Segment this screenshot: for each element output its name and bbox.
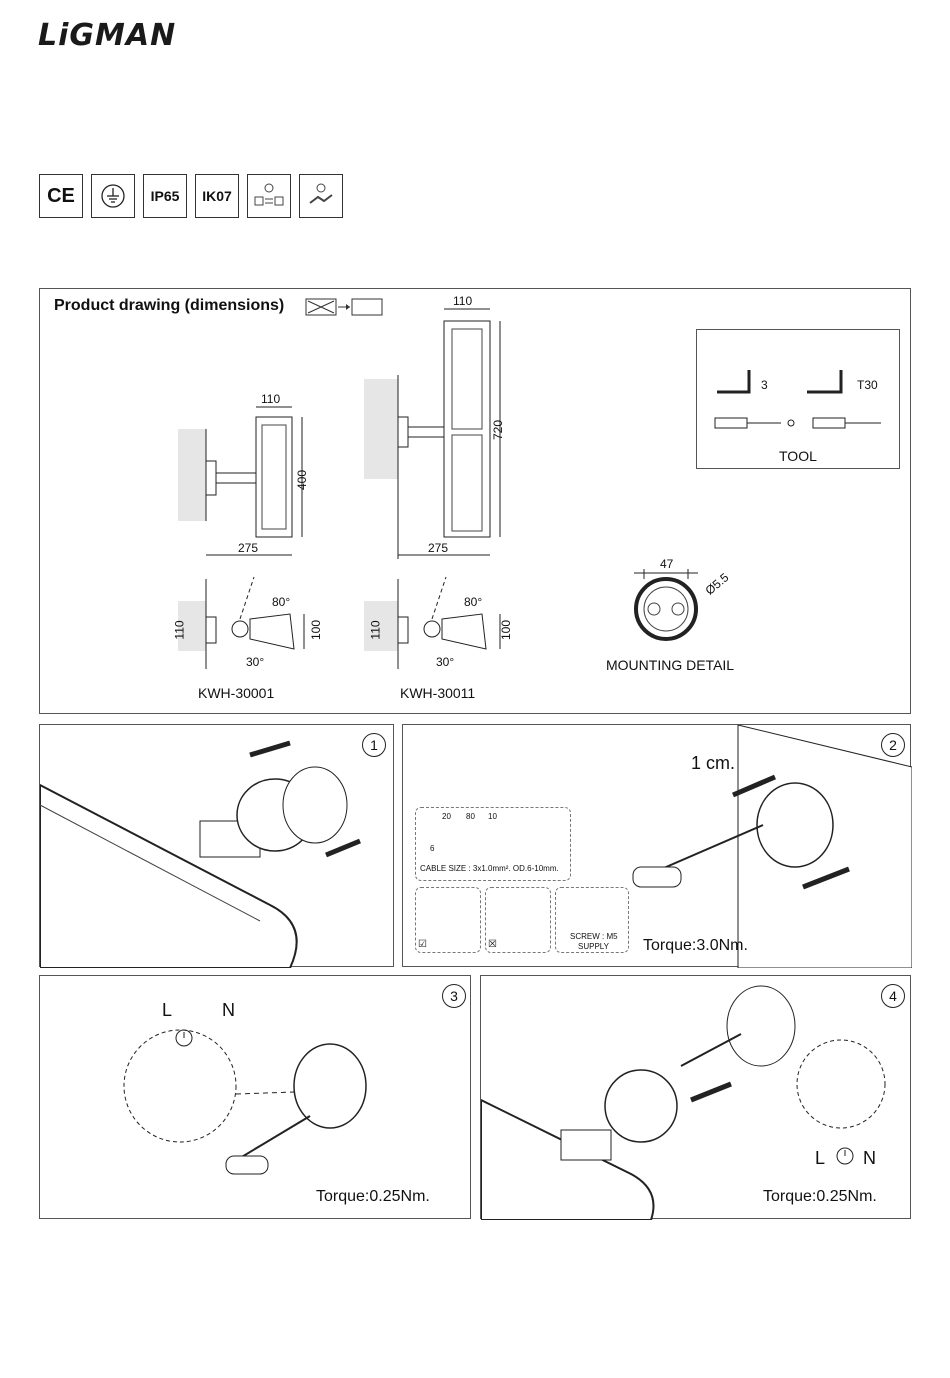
strip-length: 1 cm. <box>691 753 735 774</box>
step-3-torque: Torque:0.25Nm. <box>316 1188 430 1206</box>
product-drawing-panel: Product drawing (dimensions) <box>39 288 911 714</box>
model-b-height: 720 <box>491 420 505 440</box>
model-b-depth: 275 <box>428 541 448 555</box>
step-4-neutral-label: N <box>863 1148 876 1169</box>
check-icon: ☑ <box>418 939 427 950</box>
step-4-panel: L N Torque:0.25Nm. 4 <box>480 975 911 1219</box>
model-b-angle-up: 80° <box>464 595 482 609</box>
cable-size: CABLE SIZE : 3x1.0mm². OD.6-10mm. <box>420 864 559 873</box>
model-a-name: KWH-30001 <box>198 685 274 701</box>
certification-row: CE IP65 IK07 <box>39 174 343 218</box>
ce-mark-icon: CE <box>39 174 83 218</box>
model-a-angle-up: 80° <box>272 595 290 609</box>
wrong-wiring-box: ☒ <box>485 887 551 953</box>
step-1-panel: 1 <box>39 724 394 967</box>
model-a-height: 400 <box>295 470 309 490</box>
cable-dim-1: 20 <box>442 812 451 821</box>
earth-symbol-icon <box>91 174 135 218</box>
model-b-width: 110 <box>453 294 472 308</box>
screw-supply: SUPPLY <box>578 942 609 951</box>
model-b-angle-down: 30° <box>436 655 454 669</box>
torx-key-size: T30 <box>857 378 878 392</box>
model-a-body-height: 100 <box>309 620 323 640</box>
ip-rating-badge: IP65 <box>143 174 187 218</box>
brand-logo: LiGMAN <box>38 18 176 53</box>
correct-wiring-box: ☑ <box>415 887 481 953</box>
tool-box: 3 T30 TOOL <box>696 329 900 469</box>
screw-size: SCREW : M5 <box>570 932 618 941</box>
cross-icon: ☒ <box>488 939 497 950</box>
voltage-icon <box>247 174 291 218</box>
step-3-live-label: L <box>162 1000 172 1021</box>
cable-dim-2: 80 <box>466 812 475 821</box>
step-3-number: 3 <box>442 984 466 1008</box>
model-b-base-height: 110 <box>369 620 383 639</box>
driver-icon <box>299 174 343 218</box>
tool-label: TOOL <box>779 448 817 464</box>
model-b-name: KWH-30011 <box>400 685 475 701</box>
step-4-torque: Torque:0.25Nm. <box>763 1188 877 1206</box>
step-2-number: 2 <box>881 733 905 757</box>
mounting-label: MOUNTING DETAIL <box>606 657 734 673</box>
hex-key-size: 3 <box>761 378 768 392</box>
cable-spec-box: 20 80 10 6 CABLE SIZE : 3x1.0mm². OD.6-1… <box>415 807 571 881</box>
step-2-panel: 1 cm. 20 80 10 6 CABLE SIZE : 3x1.0mm². … <box>402 724 911 967</box>
step-4-number: 4 <box>881 984 905 1008</box>
cable-dim-4: 6 <box>430 844 434 853</box>
step-2-torque: Torque:3.0Nm. <box>643 937 748 955</box>
model-a-width: 110 <box>261 392 280 406</box>
mounting-spacing: 47 <box>660 557 673 571</box>
model-a-depth: 275 <box>238 541 258 555</box>
screw-supply-box: SCREW : M5 SUPPLY <box>555 887 629 953</box>
model-a-base-height: 110 <box>173 620 187 639</box>
cable-dim-3: 10 <box>488 812 497 821</box>
step-3-panel: L N Torque:0.25Nm. 3 <box>39 975 471 1219</box>
step-4-live-label: L <box>815 1148 825 1169</box>
model-b-body-height: 100 <box>499 620 513 640</box>
model-a-angle-down: 30° <box>246 655 264 669</box>
ik-rating-badge: IK07 <box>195 174 239 218</box>
step-1-number: 1 <box>362 733 386 757</box>
step-3-neutral-label: N <box>222 1000 235 1021</box>
